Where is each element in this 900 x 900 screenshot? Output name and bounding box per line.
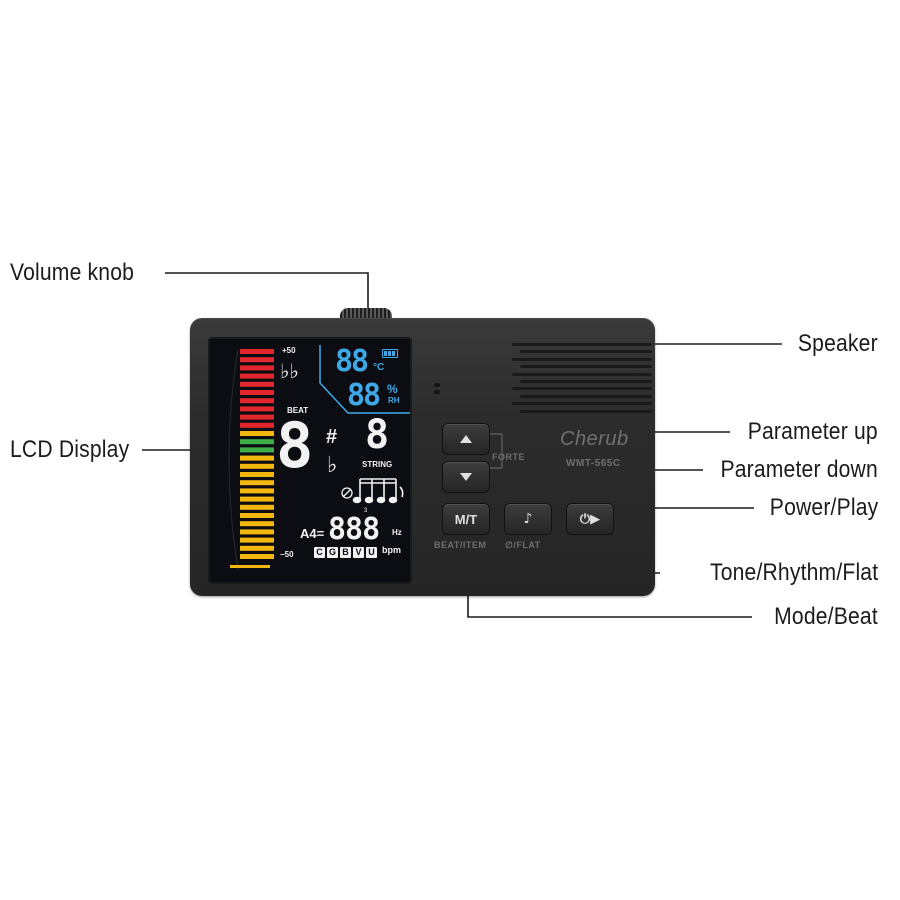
meter-segment bbox=[240, 439, 274, 445]
sensor-hole-bottom bbox=[434, 390, 440, 394]
meter-segment bbox=[240, 381, 274, 387]
meter-segment bbox=[240, 406, 274, 412]
meter-segment bbox=[240, 431, 274, 436]
meter-segment bbox=[240, 480, 274, 486]
grille-slot bbox=[520, 350, 652, 354]
beat-label: BEAT bbox=[287, 406, 309, 415]
grille-slot bbox=[520, 365, 652, 369]
scale-bottom-label: −50 bbox=[280, 550, 294, 559]
meter-segment bbox=[240, 488, 274, 494]
meter-segment bbox=[240, 349, 274, 354]
tone-rhythm-flat-button[interactable]: ♪ bbox=[504, 503, 552, 535]
grille-slot bbox=[512, 372, 652, 376]
meter-segment bbox=[240, 447, 274, 453]
music-note-icon: ♪ bbox=[523, 511, 533, 527]
up-arrow-icon bbox=[460, 435, 472, 443]
meter-segment bbox=[240, 357, 274, 363]
callout-lcd-display: LCD Display bbox=[10, 436, 130, 463]
hz-label: Hz bbox=[392, 528, 402, 537]
meter-segment bbox=[240, 554, 274, 559]
tuning-meter bbox=[228, 348, 274, 570]
rhythm-notes-icon: 3 bbox=[341, 478, 404, 513]
sensor-hole-top bbox=[434, 383, 440, 387]
meter-segment bbox=[240, 422, 274, 428]
grille-slot bbox=[512, 357, 652, 361]
callout-parameter-down: Parameter down bbox=[720, 456, 878, 483]
a4-label: A4= bbox=[300, 526, 325, 541]
scale-top-label: +50 bbox=[282, 346, 296, 355]
power-play-button[interactable]: ⏻▶ bbox=[566, 503, 614, 535]
flat-indicator: ♭ bbox=[327, 453, 338, 478]
svg-text:3: 3 bbox=[364, 508, 368, 513]
grille-slot bbox=[512, 343, 652, 346]
meter-segment bbox=[240, 496, 274, 502]
flat-label: ∅/FLAT bbox=[505, 540, 541, 550]
meter-segment bbox=[240, 414, 274, 420]
double-flat-icon: ♭♭ bbox=[280, 359, 299, 383]
string-letter-box: U bbox=[366, 547, 377, 558]
temperature-unit: °C bbox=[373, 362, 385, 373]
parameter-down-button[interactable] bbox=[442, 461, 490, 493]
meter-segment bbox=[240, 398, 274, 404]
brand-logo: Cherub bbox=[560, 428, 629, 450]
leader-volume-knob bbox=[165, 272, 369, 312]
meter-segment bbox=[240, 513, 274, 518]
power-play-icon: ⏻▶ bbox=[579, 511, 601, 527]
humidity-rh-label: RH bbox=[388, 396, 400, 405]
meter-segment bbox=[240, 504, 274, 510]
meter-segment bbox=[240, 472, 274, 477]
grille-slot bbox=[512, 402, 652, 406]
battery-icon bbox=[382, 349, 398, 358]
callout-parameter-up: Parameter up bbox=[747, 418, 878, 445]
mode-beat-button[interactable]: M/T bbox=[442, 503, 490, 535]
string-letter-box: V bbox=[353, 547, 364, 558]
meter-segment bbox=[240, 373, 274, 379]
string-letter-box: B bbox=[340, 547, 351, 558]
beat-item-label: BEAT/ITEM bbox=[434, 540, 487, 550]
string-label: STRING bbox=[362, 460, 393, 469]
grille-slot bbox=[512, 387, 652, 391]
meter-segment bbox=[240, 463, 274, 469]
meter-segment bbox=[240, 545, 274, 551]
down-arrow-icon bbox=[460, 473, 472, 481]
string-number: 8 bbox=[365, 412, 390, 458]
grille-slot bbox=[520, 409, 652, 413]
meter-segment bbox=[240, 529, 274, 535]
frequency-value: 888 bbox=[328, 512, 380, 547]
bpm-label: bpm bbox=[382, 545, 401, 555]
environment-panel-frame bbox=[319, 345, 410, 414]
sharp-indicator: # bbox=[326, 426, 338, 448]
lcd-display: +50 ♭♭ −50 88 °C 88 % RH BEAT 8 # ♭ 8 ST… bbox=[208, 337, 412, 584]
forte-label: FORTE bbox=[492, 452, 525, 462]
meter-segment bbox=[240, 521, 274, 527]
forte-bracket bbox=[490, 433, 503, 469]
grille-slot bbox=[520, 380, 652, 383]
string-letter-box: G bbox=[327, 547, 338, 558]
grille-slot bbox=[520, 394, 652, 398]
note-display: 8 bbox=[276, 409, 314, 482]
meter-segment bbox=[240, 365, 274, 371]
callout-speaker: Speaker bbox=[798, 330, 878, 357]
callout-mode-beat: Mode/Beat bbox=[774, 603, 878, 630]
callout-volume-knob: Volume knob bbox=[10, 259, 135, 286]
humidity-percent: % bbox=[387, 382, 398, 396]
model-label: WMT-565C bbox=[566, 458, 621, 469]
humidity-value: 88 bbox=[347, 378, 381, 413]
parameter-up-button[interactable] bbox=[442, 423, 490, 455]
callout-tone-rhythm-flat: Tone/Rhythm/Flat bbox=[709, 559, 878, 586]
string-letter-box: C bbox=[314, 547, 325, 558]
meter-segment bbox=[240, 390, 274, 395]
meter-segment bbox=[240, 537, 274, 543]
callout-power-play: Power/Play bbox=[769, 494, 878, 521]
temperature-value: 88 bbox=[335, 344, 369, 379]
meter-segment bbox=[240, 455, 274, 461]
